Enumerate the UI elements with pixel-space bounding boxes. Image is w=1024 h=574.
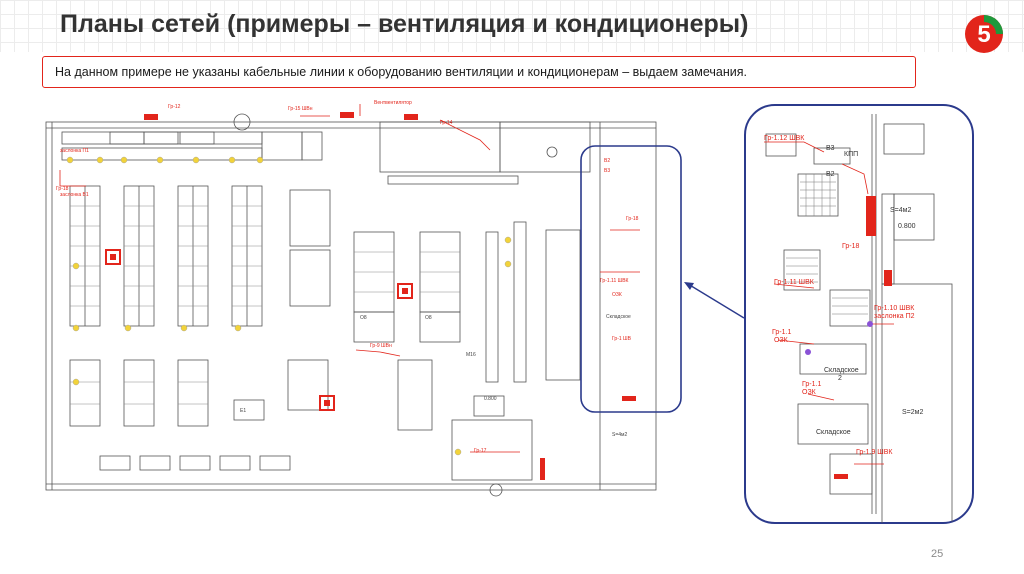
zoom-label-sklad2: Складское — [816, 429, 851, 436]
plan-label-gr14: Гр-14 — [440, 120, 453, 126]
plan-label-ozk: ОЗК — [612, 292, 622, 298]
ac-unit-marker — [622, 396, 636, 401]
equipment-markers — [105, 112, 636, 480]
zoom-ac-marker — [834, 474, 848, 479]
zoom-label-sklad: Складское — [824, 367, 859, 374]
plan-label-e1: Е1 — [240, 408, 246, 414]
callout-arrow — [687, 283, 745, 319]
duct-lines — [59, 104, 640, 453]
plan-label-gr15: Гр-15 ШВн — [288, 106, 313, 112]
zoom-duct-marker — [866, 196, 876, 236]
zoom-label-gr111: Гр-1.11 ШВК — [774, 279, 815, 286]
zoom-label-gr11b: Гр-1.1 — [802, 381, 821, 388]
plan-label-gr1: Гр-1 ШВ — [612, 336, 632, 342]
zoom-label-gr11a: Гр-1.1 — [772, 329, 791, 336]
remark-text: На данном примере не указаны кабельные л… — [55, 65, 747, 79]
zoom-inset: Гр-1.12 ШВК Гр-18 Гр-1.11 ШВК Гр-1.10 ШВ… — [744, 104, 974, 524]
plan-label-m16: М16 — [466, 352, 476, 358]
header-grid-background — [0, 0, 1024, 52]
ac-unit-marker — [540, 458, 545, 480]
zoom-label-gr19: Гр-1.9 ШВК — [856, 449, 893, 456]
zoom-label-b2: В2 — [826, 171, 835, 178]
checkout-row — [99, 455, 291, 471]
plan-label-s2: S=4м2 — [612, 432, 627, 438]
zoom-label-s4: S=4м2 — [890, 207, 911, 214]
vent-unit-marker — [319, 395, 335, 411]
zoom-label-gr110: Гр-1.10 ШВК — [874, 305, 915, 312]
vent-unit-marker — [105, 249, 121, 265]
plan-label-zaslonka-p1: заслонка П1 — [60, 148, 89, 154]
zoom-damper-symbol — [867, 321, 873, 327]
ac-unit-marker — [340, 112, 354, 118]
zoom-label-ozk1: ОЗК — [774, 337, 789, 344]
zoom-label-ozk2: ОЗК — [802, 389, 817, 396]
ac-unit-marker — [144, 114, 158, 120]
plan-label-vent: Вентвентилятор — [374, 100, 412, 106]
remark-box: На данном примере не указаны кабельные л… — [42, 56, 916, 88]
plan-label-gr111: Гр-1.11 ШВК — [600, 278, 629, 284]
highlight-frame — [580, 145, 682, 413]
zoom-label-gr18: Гр-18 — [842, 243, 860, 250]
plan-label-gr17: Гр-17 — [474, 448, 487, 454]
zoom-label-gr112: Гр-1.12 ШВК — [764, 135, 805, 142]
vent-unit-marker — [397, 283, 413, 299]
plan-label-s08: 0.800 — [484, 396, 497, 402]
zoom-label-b3: В3 — [826, 145, 835, 152]
plan-label-b3: В3 — [604, 168, 610, 174]
ac-unit-marker — [404, 114, 418, 120]
zoom-label-zaslonka-p2: заслонка П2 — [874, 313, 915, 320]
plan-label-zaslonka-b1: заслонка В1 — [60, 192, 89, 198]
plan-label-sklad: Складское — [606, 314, 631, 320]
zoom-label-s2m2: S=2м2 — [902, 409, 923, 416]
pyaterochka-logo-icon: 5 — [965, 15, 1003, 53]
plan-label-gr9: Гр-9 ШВн — [370, 343, 392, 349]
zoom-label-s080: 0.800 — [898, 223, 916, 230]
plan-label-gr18: Гр-18 — [56, 186, 69, 192]
zoom-damper-symbol — [805, 349, 811, 355]
floor-plan — [45, 113, 657, 497]
page-number: 25 — [931, 548, 944, 560]
logo-digit: 5 — [977, 21, 990, 48]
plan-label-o8b: О8 — [425, 315, 432, 321]
plan-label-gr18b: Гр-18 — [626, 216, 639, 222]
outlet-symbols — [66, 156, 512, 456]
zoom-vent-marker — [884, 270, 892, 286]
plan-outer-wall — [45, 121, 657, 491]
plan-label-b2: В2 — [604, 158, 610, 164]
zoom-label-num2: 2 — [838, 375, 842, 382]
plan-label-gr12: Гр-12 — [168, 104, 181, 110]
slide-title: Планы сетей (примеры – вентиляция и конд… — [60, 10, 749, 38]
zoom-label-kpp: КПП — [844, 151, 858, 158]
top-shelving-row — [61, 131, 323, 161]
plan-label-o8: О8 — [360, 315, 367, 321]
